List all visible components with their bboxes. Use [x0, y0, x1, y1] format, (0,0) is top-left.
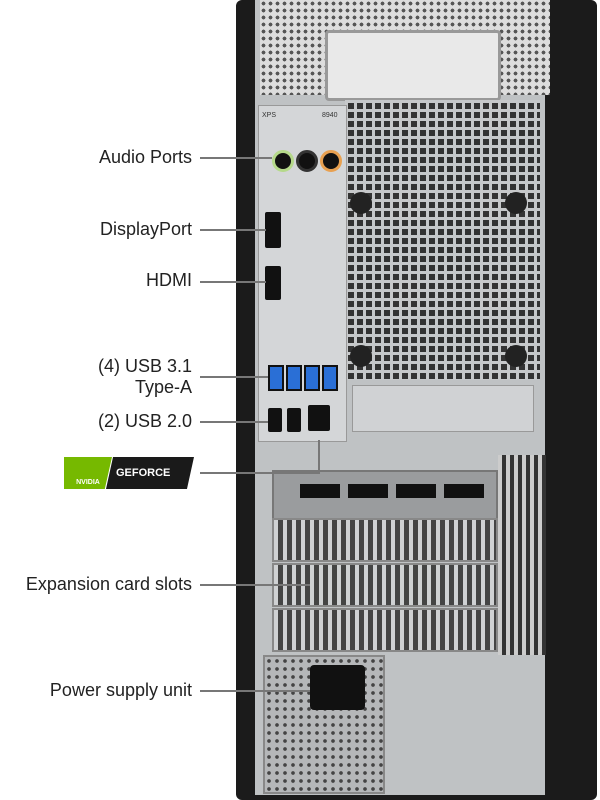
usb3-port — [268, 365, 284, 391]
gpu-port — [396, 484, 436, 498]
fan-screw — [505, 192, 527, 214]
callout-line — [200, 472, 320, 474]
label-power-supply: Power supply unit — [49, 680, 192, 700]
gpu-port — [444, 484, 484, 498]
callout-line — [318, 440, 320, 473]
audio-line-in-port — [272, 150, 294, 172]
usb2-port — [287, 408, 301, 432]
usb3-port — [322, 365, 338, 391]
label-usb20: (2) USB 2.0 — [97, 411, 192, 431]
label-hdmi: HDMI — [146, 270, 192, 290]
label-audio-ports: Audio Ports — [98, 147, 192, 167]
callout-line — [200, 281, 266, 283]
model-number: 8940 — [322, 112, 338, 119]
nvidia-logo: NVIDIA — [64, 457, 112, 489]
power-socket — [310, 665, 365, 710]
case-handle — [325, 30, 501, 101]
label-expansion-slots: Expansion card slots — [25, 574, 192, 594]
gpu-port — [300, 484, 340, 498]
blank-plate — [352, 385, 534, 432]
label-displayport: DisplayPort — [99, 219, 192, 239]
callout-line — [200, 584, 310, 586]
callout-line — [200, 229, 266, 231]
usb2-port — [268, 408, 282, 432]
fan-grille — [345, 100, 540, 380]
usb3-port — [286, 365, 302, 391]
label-usb31-line2: Type-A — [134, 377, 192, 397]
fan-screw — [350, 192, 372, 214]
expansion-slot — [272, 608, 498, 652]
audio-line-out-port — [320, 150, 342, 172]
callout-line — [200, 157, 272, 159]
fan-screw — [350, 345, 372, 367]
nvidia-geforce-badge: NVIDIA GEFORCE — [64, 457, 194, 489]
gpu-port — [348, 484, 388, 498]
audio-mic-port — [296, 150, 318, 172]
displayport-port — [265, 212, 281, 248]
model-text: XPS — [262, 112, 277, 119]
usb3-port — [304, 365, 320, 391]
hdmi-port — [265, 266, 281, 300]
callout-line — [200, 376, 268, 378]
ethernet-port — [308, 405, 330, 431]
callout-line — [200, 421, 268, 423]
geforce-text: GEFORCE — [106, 457, 194, 489]
expansion-slot — [272, 518, 498, 562]
callout-line — [200, 690, 310, 692]
top-vent — [260, 0, 550, 95]
label-usb31-line1: (4) USB 3.1 — [97, 356, 192, 376]
fan-screw — [505, 345, 527, 367]
side-vent — [498, 455, 546, 655]
